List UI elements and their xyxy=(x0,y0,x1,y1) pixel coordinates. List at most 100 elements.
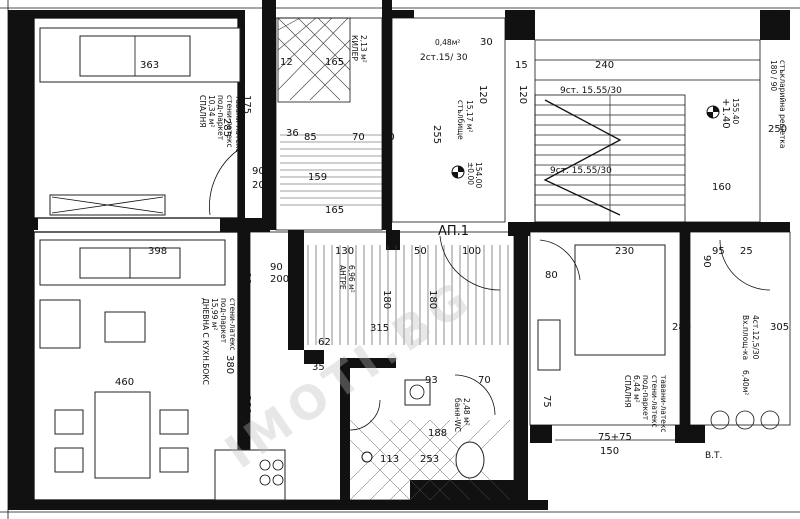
balcony-area: 6,40м² xyxy=(741,370,750,395)
living-ceiling: тавани-латекс xyxy=(237,298,246,356)
dim-120b: 120 xyxy=(517,85,528,104)
living-name: ДНЕВНА С КУХН.БОКС xyxy=(201,298,210,385)
dim-80: 80 xyxy=(545,270,558,281)
dim-90c: 90 xyxy=(241,272,252,285)
dim-50: 50 xyxy=(414,246,427,257)
dim-75b: 75 xyxy=(541,395,552,408)
dim-85: 85 xyxy=(304,132,317,143)
dim-30: 30 xyxy=(480,37,493,48)
bath-name: баня-WC xyxy=(453,398,462,432)
bedroom2-area: 6,44 м² xyxy=(632,375,641,403)
dim-460: 460 xyxy=(115,377,134,388)
dim-398: 398 xyxy=(148,246,167,257)
room-labels: СПАЛНЯ 10,34 м² под-паркет стени-латекс … xyxy=(198,35,760,433)
bedroom1-area: 10,34 м² xyxy=(207,95,216,128)
dim-200a: 200 xyxy=(252,180,271,191)
living-walls: стени-латекс xyxy=(228,298,237,351)
bedroom1-name: СПАЛНЯ xyxy=(198,95,207,128)
dim-285: 285 xyxy=(221,118,232,137)
bedroom2-floor: под-паркет xyxy=(641,375,650,421)
dim-230: 230 xyxy=(615,246,634,257)
bedroom1-ceiling: тавани-латекс xyxy=(234,95,243,153)
dimensions: 363 398 460 280 315 62 130 165 165 159 2… xyxy=(12,37,789,465)
dim-35: 35 xyxy=(312,362,325,373)
dim-75a: 75 xyxy=(15,300,26,313)
level-markers xyxy=(361,105,720,463)
dim-93: 93 xyxy=(425,375,438,386)
dim-180a: 180 xyxy=(15,110,26,129)
dim-253: 253 xyxy=(420,454,439,465)
bedroom2-name: СПАЛНЯ xyxy=(623,375,632,408)
closet-name: КИЛЕР xyxy=(350,35,359,61)
dim-90d: 90 xyxy=(701,255,712,268)
bedroom1-walls: стени-латекс xyxy=(225,95,234,148)
dim-150: 150 xyxy=(600,446,619,457)
vt-bottom: В.Т. xyxy=(705,451,722,461)
hatching xyxy=(277,17,511,501)
annotations: АП.1 9ст. 15.55/30 9ст. 15.55/30 2ст.15/… xyxy=(420,11,787,461)
hall-area: 6,96 м² xyxy=(347,265,356,293)
shaft-area: 0,48м² xyxy=(435,38,460,47)
dim-90b: 90 xyxy=(270,262,283,273)
dim-130: 130 xyxy=(335,246,354,257)
living-floor: под-паркет xyxy=(219,298,228,344)
dim-200b: 200 xyxy=(270,274,289,285)
dim-250: 250 xyxy=(768,124,787,135)
apartment-label: АП.1 xyxy=(438,224,469,239)
railing-label: стъкларийна решетка xyxy=(778,60,787,148)
dim-25b: 25 xyxy=(240,224,253,235)
level-mid: ±0.00 xyxy=(466,162,475,185)
dim-305: 305 xyxy=(770,322,789,333)
balcony-name: Вх.площ-ка xyxy=(741,315,750,360)
dim-100: 100 xyxy=(462,246,481,257)
dim-113: 113 xyxy=(380,454,399,465)
level-mid-sub: 154.00 xyxy=(474,162,483,188)
hall-name: АНТРЕ xyxy=(338,265,347,290)
balcony-note: 4ст.12,5/30 xyxy=(751,315,760,360)
bedroom1-floor: под-паркет xyxy=(216,95,225,141)
dim-180b: 180 xyxy=(381,290,392,309)
railing-size: 180 / 90 xyxy=(769,60,778,91)
furniture xyxy=(39,27,780,501)
dim-52: 52 xyxy=(12,42,25,53)
stairs xyxy=(534,59,760,223)
dim-315: 315 xyxy=(370,323,389,334)
stair-top-label: 2ст.15/ 30 xyxy=(420,53,468,63)
stair-name: стълбище xyxy=(456,100,465,140)
dim-90a: 90 xyxy=(252,166,265,177)
dim-25a: 25 xyxy=(12,224,25,235)
bedroom2-ceiling: тавани-латекс xyxy=(659,375,668,433)
vt-top: В.Т. xyxy=(765,11,782,21)
doors xyxy=(209,149,771,431)
level-right-sub: 155.40 xyxy=(731,98,740,124)
dim-53: 53 xyxy=(12,196,25,207)
stair-area: 15,17 м² xyxy=(465,100,474,133)
dim-165a: 165 xyxy=(325,57,344,68)
dim-200c: 200 xyxy=(15,420,26,439)
level-right: +1.40 xyxy=(720,98,731,129)
dim-25c: 25 xyxy=(740,246,753,257)
dim-180c: 180 xyxy=(427,290,438,309)
stair-upper-label: 9ст. 15.55/30 xyxy=(560,86,622,96)
bath-area: 2,48 м² xyxy=(462,398,471,426)
living-area: 15,99 м² xyxy=(210,298,219,331)
dim-70a: 70 xyxy=(352,132,365,143)
dim-188: 188 xyxy=(428,428,447,439)
dim-12: 12 xyxy=(280,57,293,68)
bedroom2-walls: стени-латекс xyxy=(650,375,659,428)
dim-240: 240 xyxy=(595,60,614,71)
dim-70b: 70 xyxy=(478,375,491,386)
dim-36: 36 xyxy=(286,128,299,139)
closet-area: 2,13 м² xyxy=(359,35,368,63)
dim-7575: 75+75 xyxy=(598,432,632,443)
dim-62: 62 xyxy=(318,337,331,348)
stair-lower-label: 9ст. 15.55/30 xyxy=(550,166,612,176)
dim-70c: 70 xyxy=(382,132,395,143)
dim-380: 380 xyxy=(224,355,235,374)
dim-255: 255 xyxy=(431,125,442,144)
dim-175: 175 xyxy=(241,95,252,114)
dim-159: 159 xyxy=(308,172,327,183)
walls xyxy=(8,0,790,510)
